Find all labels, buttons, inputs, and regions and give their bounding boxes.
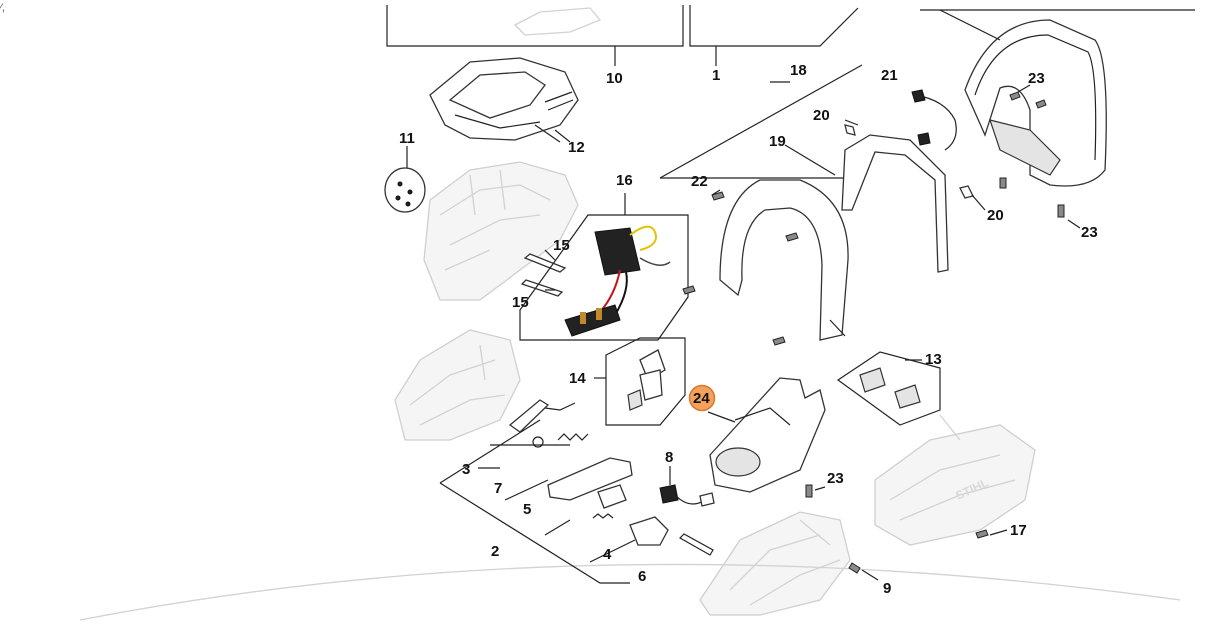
callout-7[interactable]: 7 — [494, 480, 502, 497]
callout-18[interactable]: 18 — [790, 62, 807, 79]
callout-17[interactable]: 17 — [1010, 522, 1027, 539]
kit-box-10 — [386, 5, 684, 66]
part-11-gasket — [384, 146, 426, 213]
callout-4[interactable]: 4 — [603, 546, 612, 563]
callout-15-top[interactable]: 15 — [553, 237, 570, 254]
callout-3[interactable]: 3 — [462, 461, 470, 478]
part-19-handle — [659, 64, 863, 341]
ghost-housings: STIHL — [79, 161, 1181, 621]
callout-12[interactable]: 12 — [568, 139, 585, 156]
callout-19[interactable]: 19 — [769, 133, 786, 150]
leader-lines — [534, 81, 1081, 581]
part-15-clips — [520, 249, 567, 297]
part-8-sensor — [659, 466, 715, 507]
callout-5[interactable]: 5 — [523, 501, 531, 518]
callout-23-top[interactable]: 23 — [1028, 70, 1045, 87]
callout-14[interactable]: 14 — [569, 370, 586, 387]
callout-15-bottom[interactable]: 15 — [512, 294, 529, 311]
part-14-switch-kit — [594, 337, 686, 426]
callout-13[interactable]: 13 — [925, 351, 942, 368]
callout-21[interactable]: 21 — [881, 67, 898, 84]
callout-11[interactable]: 11 — [399, 130, 415, 147]
kit-box-1 — [689, 5, 859, 66]
callout-20-top[interactable]: 20 — [813, 107, 830, 124]
callout-16[interactable]: 16 — [616, 172, 633, 189]
highlight-badge-24 — [688, 384, 716, 412]
callout-8[interactable]: 8 — [665, 449, 673, 466]
callout-10[interactable]: 10 — [606, 70, 623, 87]
callout-6[interactable]: 6 — [638, 568, 646, 585]
callout-1[interactable]: 1 — [712, 67, 720, 84]
callout-24-highlighted[interactable]: 24 — [693, 390, 710, 407]
callout-23-bottom[interactable]: 23 — [827, 470, 844, 487]
part-13-pads — [836, 351, 941, 426]
screws — [682, 91, 1065, 574]
linkage-assembly — [439, 399, 714, 584]
callout-2[interactable]: 2 — [491, 543, 499, 560]
part-18-handle-bar — [841, 89, 957, 273]
part-24-bottom-cover — [707, 377, 826, 493]
part-12-cover — [429, 57, 579, 143]
corner-mark: ⁄, — [0, 2, 5, 14]
right-rear-handle — [920, 9, 1195, 187]
callout-22[interactable]: 22 — [691, 173, 708, 190]
part-16-electronics-kit — [519, 193, 689, 341]
callout-20-right[interactable]: 20 — [987, 207, 1004, 224]
callout-9[interactable]: 9 — [883, 580, 891, 597]
callout-23-right[interactable]: 23 — [1081, 224, 1098, 241]
